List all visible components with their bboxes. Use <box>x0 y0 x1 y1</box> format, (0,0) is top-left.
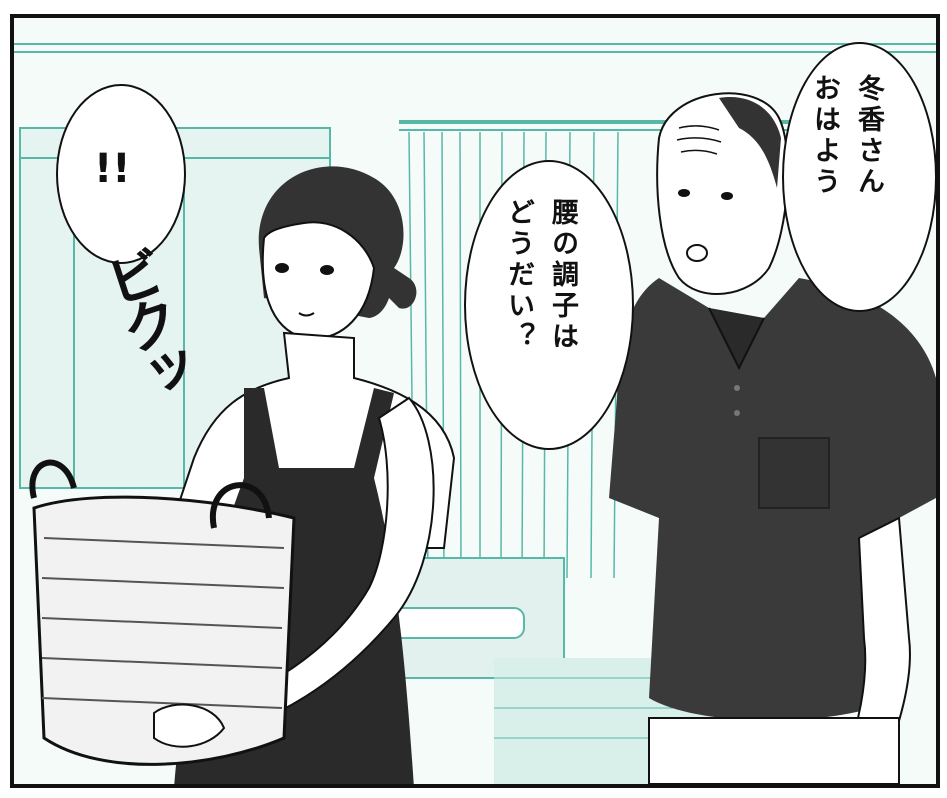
woman-figure <box>29 166 456 784</box>
man-speech-bubble-1 <box>782 42 936 312</box>
comic-panel: !! ビクッ 冬香さん おはよう 腰の調子は どうだい？ <box>10 14 940 788</box>
man-figure <box>609 92 936 784</box>
woman-exclamation-bubble <box>56 84 186 264</box>
man-speech-text-1: 冬香さん おはよう <box>809 74 884 198</box>
man-speech-bubble-2 <box>464 160 634 450</box>
man-speech-text-2: 腰の調子は どうだい？ <box>503 198 578 353</box>
woman-exclamation-text: !! <box>94 146 131 192</box>
